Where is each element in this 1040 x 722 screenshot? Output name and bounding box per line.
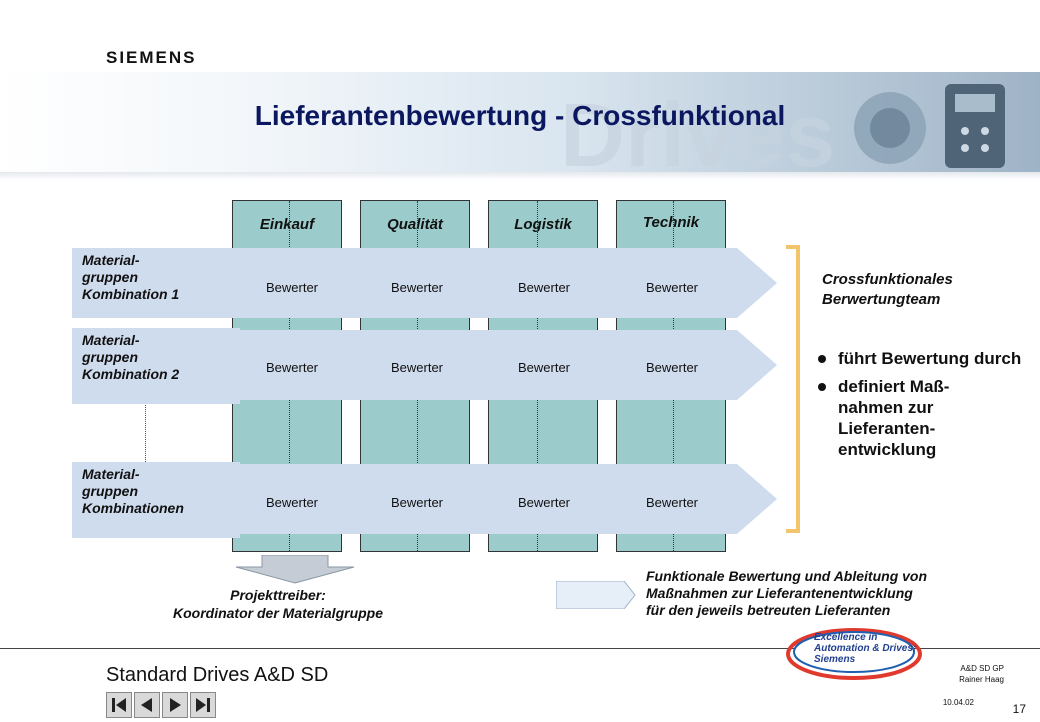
- row-label-text: Material- gruppen Kombination 2: [82, 332, 180, 382]
- footer-author: Rainer Haag: [959, 675, 1004, 684]
- footer-dept: A&D SD GP: [960, 664, 1004, 673]
- bullet-dot-icon: [818, 383, 826, 391]
- first-slide-icon: [112, 698, 126, 712]
- previous-slide-icon: [141, 698, 152, 712]
- bewerter-cell: Bewerter: [517, 495, 571, 510]
- badge-line-3: Siemens: [814, 654, 856, 665]
- badge-swoosh-icon: [786, 628, 922, 680]
- column-header: Technik: [642, 214, 700, 231]
- bullet-item: führt Bewertung durch: [818, 348, 1028, 369]
- row-arrow-1: [232, 248, 777, 318]
- row-arrow-3: [232, 464, 777, 534]
- legend-text: Funktionale Bewertung und Ableitung von …: [646, 568, 928, 618]
- dotted-connector: [145, 402, 146, 464]
- column-header: Einkauf: [259, 216, 315, 233]
- previous-slide-button[interactable]: [134, 692, 160, 718]
- team-bullets: führt Bewertung durch definiert Maß- nah…: [818, 348, 1028, 467]
- bewerter-cell: Bewerter: [645, 495, 699, 510]
- badge-line-1: Excellence in: [814, 632, 878, 643]
- row-label-text: Material- gruppen Kombinationen: [82, 466, 184, 516]
- row-label-2: Material- gruppen Kombination 2: [72, 328, 240, 404]
- bewerter-cell: Bewerter: [517, 280, 571, 295]
- row-label-text: Material- gruppen Kombination 1: [82, 252, 180, 302]
- column-header: Logistik: [514, 216, 572, 233]
- row-label-1: Material- gruppen Kombination 1: [72, 248, 240, 318]
- bewerter-cell: Bewerter: [265, 360, 319, 375]
- footer-divider: [0, 648, 1040, 649]
- bullet-item: definiert Maß- nahmen zur Lieferanten- e…: [818, 376, 1028, 460]
- siemens-logo: SIEMENS: [106, 48, 197, 67]
- badge-text: Excellence in Automation & Drives: Sieme…: [814, 632, 916, 665]
- svg-text:Drives: Drives: [560, 86, 835, 172]
- bullet-text: definiert Maß- nahmen zur Lieferanten- e…: [838, 377, 950, 459]
- next-slide-button[interactable]: [162, 692, 188, 718]
- bewerter-cell: Bewerter: [390, 280, 444, 295]
- projekttreiber-label: Projekttreiber: Koordinator der Material…: [172, 587, 384, 621]
- bewerter-cell: Bewerter: [265, 280, 319, 295]
- legend-arrow-icon: [556, 581, 636, 609]
- first-slide-button[interactable]: [106, 692, 132, 718]
- bewerter-cell: Bewerter: [265, 495, 319, 510]
- excellence-badge: Excellence in Automation & Drives: Sieme…: [784, 622, 924, 682]
- down-arrow-shape: [235, 555, 355, 584]
- next-slide-icon: [170, 698, 181, 712]
- footer-date: 10.04.02: [942, 698, 974, 707]
- drives-watermark-image: Drives: [560, 84, 1005, 172]
- badge-line-2: Automation & Drives:: [814, 643, 917, 654]
- banner-shadow: [0, 172, 1040, 180]
- row-arrow-2: [232, 330, 777, 400]
- page-number: 17: [1012, 702, 1026, 716]
- last-slide-button[interactable]: [190, 692, 216, 718]
- bracket-shape: [786, 245, 800, 533]
- bullet-text: führt Bewertung durch: [838, 349, 1022, 368]
- column-header: Qualität: [387, 216, 443, 233]
- footer-title: Standard Drives A&D SD: [106, 664, 329, 686]
- last-slide-icon: [196, 698, 210, 712]
- bewerter-cell: Bewerter: [390, 495, 444, 510]
- row-label-3: Material- gruppen Kombinationen: [72, 462, 240, 538]
- bewerter-cell: Bewerter: [645, 280, 699, 295]
- bewerter-cell: Bewerter: [390, 360, 444, 375]
- bullet-dot-icon: [818, 355, 826, 363]
- bewerter-cell: Bewerter: [517, 360, 571, 375]
- bewerter-cell: Bewerter: [645, 360, 699, 375]
- team-title: Crossfunktionales Berwertungteam: [822, 271, 953, 308]
- page-title: Lieferantenbewertung - Crossfunktional: [254, 100, 786, 131]
